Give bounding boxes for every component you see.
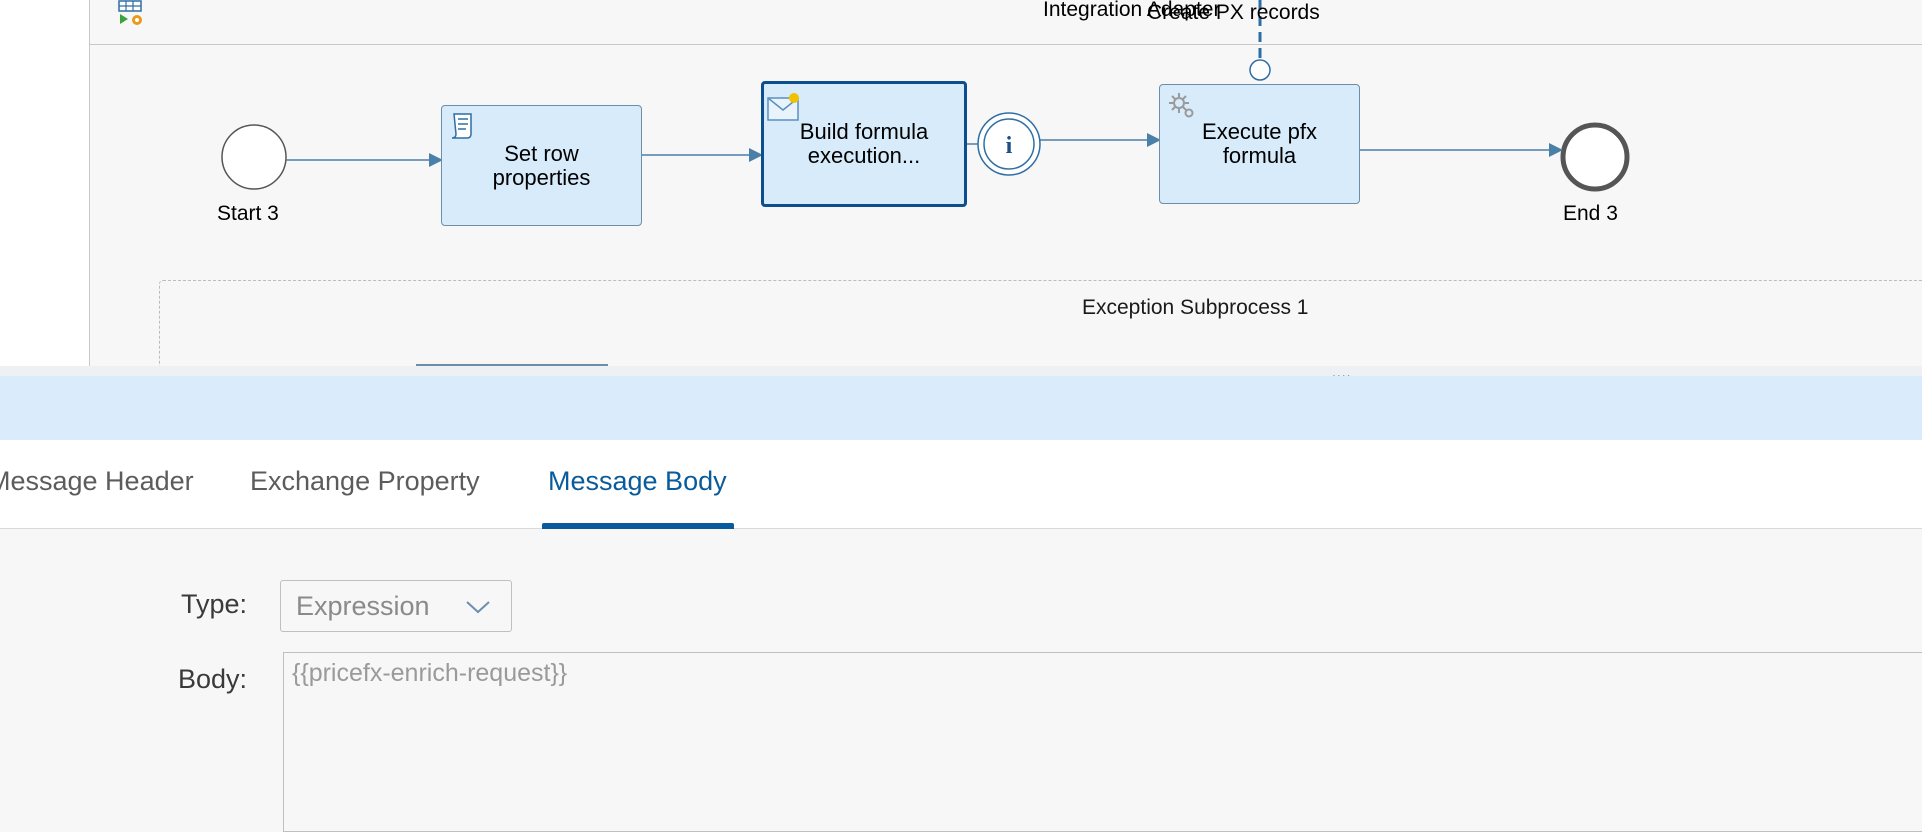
chevron-down-icon — [466, 601, 490, 614]
properties-header-bar — [0, 376, 1922, 440]
svg-text:i: i — [1006, 133, 1013, 159]
body-textarea[interactable]: {{pricefx-enrich-request}} — [283, 652, 1922, 832]
start-event — [221, 124, 287, 190]
type-select[interactable]: Expression — [280, 580, 512, 632]
process-canvas[interactable]: i Integration Adapter Create PX records … — [0, 0, 1922, 366]
tab-exchange-property[interactable]: Exchange Property — [250, 466, 480, 496]
step-label-line1: Set row — [504, 140, 579, 166]
flow-connectors: i — [221, 0, 1630, 366]
end-event-label: End 3 — [1563, 202, 1618, 225]
service-task-gear-icon — [1169, 93, 1194, 118]
step-label-line1: Build formula — [799, 119, 929, 144]
end-event — [1560, 122, 1630, 192]
pane-splitter[interactable] — [0, 366, 1922, 376]
properties-tab-bar — [0, 440, 1922, 529]
script-icon — [451, 113, 472, 139]
start-event-label: Start 3 — [217, 202, 279, 225]
step-label-line1: Execute pfx — [1202, 119, 1317, 144]
type-label: Type: — [180, 589, 247, 619]
body-label: Body: — [177, 664, 247, 694]
adapter-label: Integration Adapter — [1043, 0, 1221, 21]
type-select-value: Expression — [296, 591, 430, 621]
tab-message-header[interactable]: Message Header — [0, 466, 194, 496]
splitter-handle[interactable]: .... — [1332, 364, 1352, 380]
tab-message-body[interactable]: Message Body — [548, 466, 727, 496]
exception-subprocess[interactable] — [159, 280, 1922, 366]
content-modifier-icon — [767, 93, 799, 121]
step-label-line2: execution... — [807, 143, 921, 168]
integration-process-icon — [118, 0, 142, 25]
exception-subprocess-label: Exception Subprocess 1 — [1082, 296, 1309, 319]
pool-header-divider — [89, 44, 1922, 45]
message-flow-end — [1249, 59, 1271, 81]
receiver-label[interactable]: Create PX records — [1147, 1, 1320, 24]
step-label-line2: properties — [492, 164, 591, 190]
step-label-line2: formula — [1222, 143, 1297, 168]
active-tab-indicator — [542, 523, 734, 529]
